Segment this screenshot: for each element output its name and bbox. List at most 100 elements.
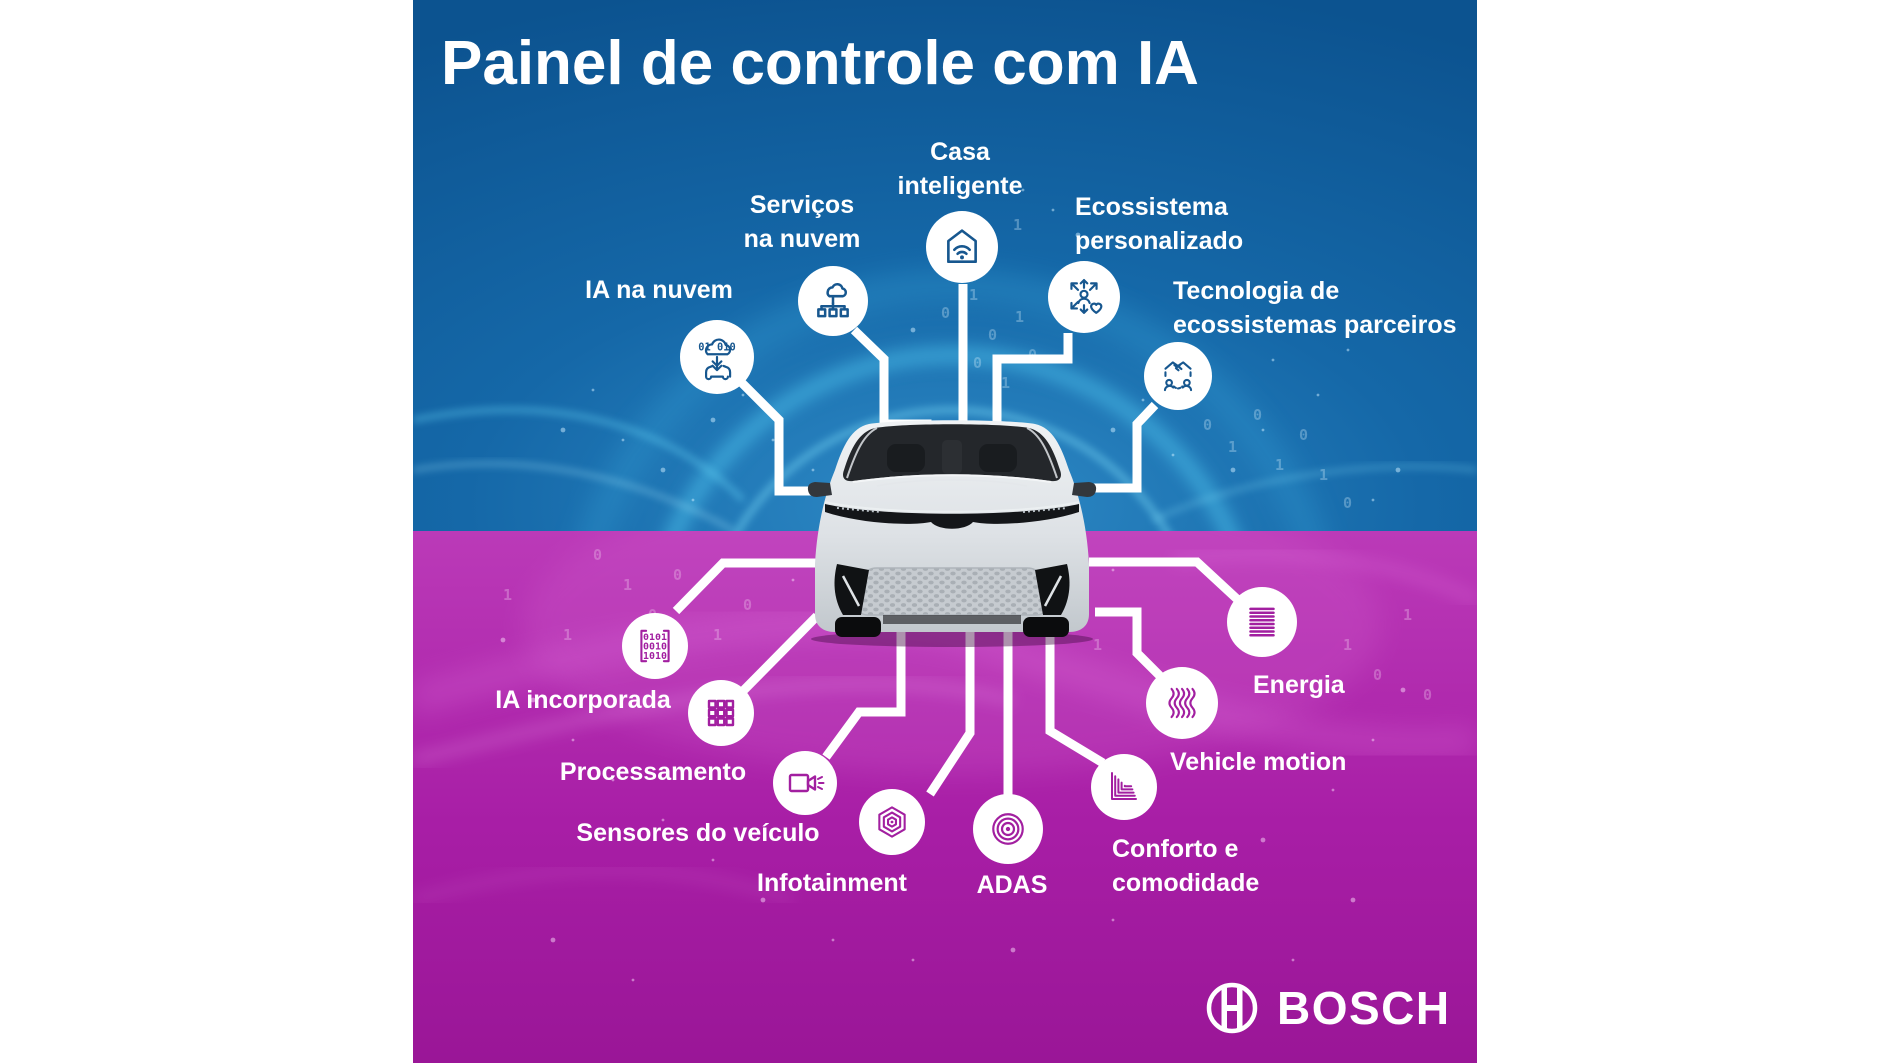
label-conforto-comodidade: Conforto e comodidade: [1112, 832, 1259, 900]
radar-target-icon: [992, 813, 1024, 845]
stripes-icon: [1249, 607, 1275, 637]
svg-text:0: 0: [593, 546, 602, 564]
node-processamento: [688, 680, 754, 746]
car-mirror-right: [1072, 482, 1097, 497]
label-line: personalizado: [1075, 227, 1244, 255]
connector-infotainment: [926, 626, 975, 797]
svg-text:1: 1: [1319, 466, 1328, 484]
node-vehicle-motion: [1146, 667, 1218, 739]
cloud-ai-car-icon: 01 010: [698, 338, 736, 381]
label-adas: ADAS: [976, 871, 1048, 899]
label-casa-inteligente: Casa inteligente: [897, 135, 1022, 203]
binary-row-2: 0010: [643, 642, 667, 653]
car-pillar-left: [846, 427, 878, 479]
brand-name: BOSCH: [1277, 982, 1451, 1034]
connector-tecnologia-parceiros: [1079, 401, 1159, 493]
page-title: Painel de controle com IA: [441, 29, 1199, 98]
label-processamento: Processamento: [559, 758, 747, 786]
node-ecossistema-personalizado: [1048, 261, 1120, 333]
svg-text:0: 0: [743, 596, 752, 614]
car-image: [807, 420, 1097, 647]
label-line: Conforto e: [1112, 835, 1239, 863]
car-wheel-right: [1023, 617, 1069, 637]
car-mirror-center: [942, 440, 962, 474]
label-ia-na-nuvem: IA na nuvem: [585, 276, 733, 304]
label-line: Tecnologia de: [1173, 277, 1340, 305]
car-bumper-mesh: [858, 567, 1046, 616]
node-energia: [1227, 587, 1297, 657]
svg-text:1: 1: [969, 286, 978, 304]
svg-text:1: 1: [1093, 636, 1102, 654]
node-conforto-comodidade: [1091, 754, 1157, 820]
svg-text:1: 1: [1403, 606, 1412, 624]
label-ecossistema-personalizado: Ecossistema personalizado: [1075, 190, 1243, 258]
car-pillar-right: [1026, 427, 1058, 479]
svg-text:0: 0: [1423, 686, 1432, 704]
car-blade-right: [1043, 575, 1063, 607]
car-mirror-left: [807, 482, 832, 497]
car-underbody: [883, 615, 1021, 624]
svg-text:1: 1: [1001, 374, 1010, 392]
node-sensores-do-veiculo: [773, 751, 837, 815]
label-line: Ecossistema: [1075, 193, 1228, 221]
label-line: Serviços: [749, 191, 855, 219]
hexagon-target-icon: [878, 806, 906, 838]
label-sensores-do-veiculo: Sensores do veículo: [576, 819, 820, 847]
connector-sensores-do-veiculo: [822, 626, 906, 760]
node-adas: [973, 794, 1043, 864]
wavy-lines-icon: [1168, 687, 1196, 719]
connector-energia: [1089, 557, 1241, 603]
svg-text:0: 0: [941, 304, 950, 322]
svg-text:1: 1: [1015, 308, 1024, 326]
bosch-anchor-icon: [1206, 982, 1258, 1034]
car-headlight-band: [825, 504, 1079, 529]
svg-text:0: 0: [988, 326, 997, 344]
label-infotainment: Infotainment: [757, 869, 907, 897]
svg-text:1: 1: [563, 626, 572, 644]
handshake-people-icon: [1163, 361, 1193, 392]
label-line: ecossistemas parceiros: [1173, 311, 1457, 339]
connector-ecossistema-personalizado: [992, 333, 1073, 460]
svg-text:1: 1: [713, 626, 722, 644]
label-line: inteligente: [897, 172, 1023, 200]
bosch-logo: BOSCH: [1204, 980, 1451, 1036]
node-casa-inteligente: [926, 211, 998, 283]
svg-text:0: 0: [1299, 426, 1308, 444]
svg-text:0: 0: [673, 566, 682, 584]
svg-text:1: 1: [623, 576, 632, 594]
svg-text:1: 1: [1013, 216, 1022, 234]
label-line: comodidade: [1112, 869, 1260, 897]
smart-home-icon: [947, 229, 977, 264]
connector-ia-incorporada: [672, 558, 817, 615]
node-servicos-na-nuvem: [798, 266, 868, 336]
car-seat-left: [887, 444, 925, 472]
car-wheel-left: [835, 617, 881, 637]
label-energia: Energia: [1253, 671, 1345, 699]
camera-icon: [788, 773, 825, 793]
connector-ia-na-nuvem: [738, 379, 833, 496]
svg-text:1: 1: [1228, 438, 1237, 456]
binary-row-1: 0101: [643, 632, 667, 643]
node-infotainment: [859, 789, 925, 855]
label-tecnologia-parceiros: Tecnologia de ecossistemas parceiros: [1173, 274, 1457, 342]
car-seat-right: [979, 444, 1017, 472]
label-line: Casa: [930, 138, 990, 166]
car-blade-left: [841, 575, 861, 607]
connector-processamento: [739, 612, 821, 695]
background-art: 01010101010101010101 0101010101010101: [413, 0, 1477, 1063]
svg-text:0: 0: [1373, 666, 1382, 684]
car-led-left: [836, 507, 882, 513]
svg-text:1: 1: [1275, 456, 1284, 474]
node-ia-na-nuvem: 01 010: [680, 320, 754, 394]
car-led-right: [1022, 507, 1068, 513]
svg-text:0: 0: [1253, 406, 1262, 424]
svg-text:1: 1: [1343, 636, 1352, 654]
chip-grid-icon: [707, 699, 735, 727]
cloud-network-icon: [817, 283, 849, 318]
binary-row-3: 1010: [643, 651, 667, 662]
car-cowl-line: [852, 474, 1052, 483]
label-line: na nuvem: [743, 225, 861, 253]
node-ia-incorporada: 0101 0010 1010: [622, 613, 688, 679]
connector-conforto-comodidade: [1045, 626, 1106, 767]
